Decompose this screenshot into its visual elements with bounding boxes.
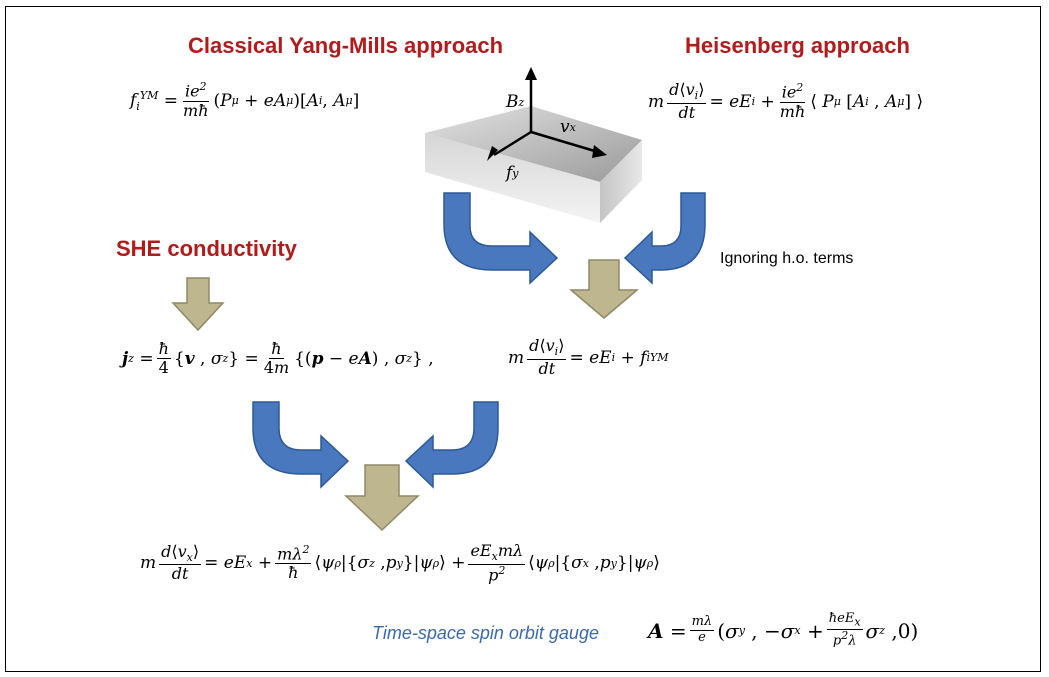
diagram-frame bbox=[5, 6, 1041, 672]
curved-arrow-she bbox=[252, 401, 350, 489]
curved-arrow-eom bbox=[404, 401, 499, 489]
she-conductivity-title: SHE conductivity bbox=[116, 236, 297, 261]
down-arrow-she bbox=[171, 277, 225, 332]
curved-arrow-yang-mills bbox=[443, 192, 559, 285]
curved-arrow-heisenberg bbox=[623, 192, 706, 285]
yang-mills-title: Classical Yang-Mills approach bbox=[188, 33, 504, 58]
gauge-label: Time-space spin orbit gauge bbox=[372, 623, 599, 643]
down-arrow-combine-bottom bbox=[344, 464, 420, 532]
ignoring-ho-terms-note: Ignoring h.o. terms bbox=[720, 250, 854, 267]
axes bbox=[487, 67, 607, 161]
down-arrow-combine-top bbox=[568, 259, 640, 319]
heisenberg-title: Heisenberg approach bbox=[685, 33, 910, 58]
material-block bbox=[425, 106, 642, 223]
